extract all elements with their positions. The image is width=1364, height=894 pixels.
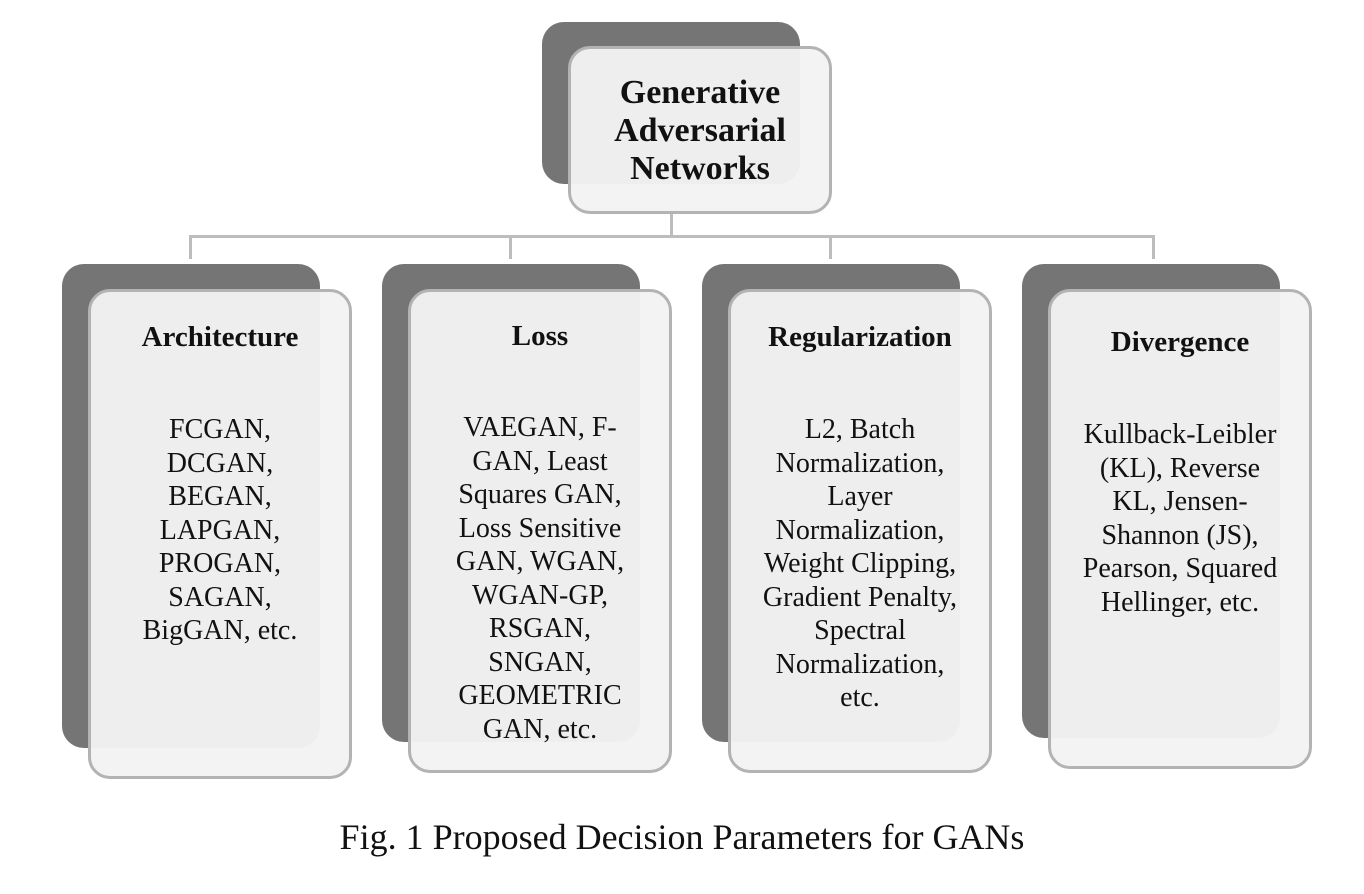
list-item: etc.: [840, 682, 880, 713]
list-item: Hellinger, etc.: [1100, 586, 1260, 618]
list-item: Shannon (JS),: [1101, 519, 1259, 551]
list-item: LAPGAN,: [159, 514, 281, 546]
list-item: GAN, etc.: [482, 713, 598, 745]
list-item: VAEGAN, F-: [463, 412, 617, 443]
connector-horizontal-bus: [189, 235, 1155, 238]
list-item: SNGAN,: [488, 646, 592, 678]
connector-root-stem: [670, 212, 673, 238]
root-node-card: [568, 46, 832, 214]
list-item: WGAN-GP,: [471, 579, 609, 611]
list-item: KL, Jensen-: [1112, 486, 1248, 517]
list-item: (KL), Reverse: [1099, 452, 1261, 484]
list-item: PROGAN,: [158, 548, 282, 579]
list-item: Normalization,: [775, 514, 945, 546]
list-item: FCGAN,: [169, 414, 271, 445]
list-item: BigGAN, etc.: [142, 615, 298, 646]
architecture-node-card: [88, 289, 352, 779]
figure-caption: Fig. 1 Proposed Decision Parameters for …: [339, 817, 1025, 857]
loss-list: VAEGAN, F- GAN, Least Squares GAN, Loss …: [408, 411, 672, 746]
list-item: Squares GAN,: [458, 479, 622, 510]
root-title-line: Generative: [619, 74, 781, 111]
list-item: GEOMETRIC: [458, 680, 622, 711]
list-item: Kullback-Leibler: [1083, 419, 1277, 450]
list-item: Weight Clipping,: [763, 548, 957, 579]
list-item: Normalization,: [775, 447, 945, 479]
connector-regularization: [829, 235, 832, 259]
regularization-title: Regularization: [768, 321, 952, 353]
list-item: L2, Batch: [804, 414, 916, 445]
divergence-list: Kullback-Leibler (KL), Reverse KL, Jense…: [1036, 418, 1324, 619]
list-item: GAN, Least: [472, 445, 608, 477]
loss-title: Loss: [511, 320, 569, 352]
list-item: RSGAN,: [489, 613, 591, 644]
list-item: Pearson, Squared: [1082, 553, 1278, 584]
list-item: Layer: [827, 481, 893, 512]
list-item: BEGAN,: [168, 481, 272, 512]
connector-loss: [509, 235, 512, 259]
loss-node-card: [408, 289, 672, 773]
divergence-node-card: [1048, 289, 1312, 769]
regularization-list: L2, Batch Normalization, Layer Normaliza…: [718, 413, 1002, 715]
list-item: GAN, WGAN,: [455, 546, 625, 577]
list-item: Loss Sensitive: [458, 512, 622, 544]
connector-divergence: [1152, 235, 1155, 259]
architecture-list: FCGAN, DCGAN, BEGAN, LAPGAN, PROGAN, SAG…: [88, 413, 352, 648]
root-title-line: Networks: [630, 150, 770, 187]
root-title-line: Adversarial: [614, 112, 786, 149]
connector-architecture: [189, 235, 192, 259]
list-item: Gradient Penalty,: [762, 581, 958, 613]
root-node-title: Generative Adversarial Networks: [575, 74, 825, 188]
list-item: Spectral: [814, 615, 906, 646]
list-item: SAGAN,: [168, 581, 272, 613]
architecture-title: Architecture: [141, 321, 299, 353]
regularization-node-card: [728, 289, 992, 773]
divergence-title: Divergence: [1110, 326, 1250, 358]
list-item: Normalization,: [775, 648, 945, 680]
list-item: DCGAN,: [166, 447, 274, 479]
